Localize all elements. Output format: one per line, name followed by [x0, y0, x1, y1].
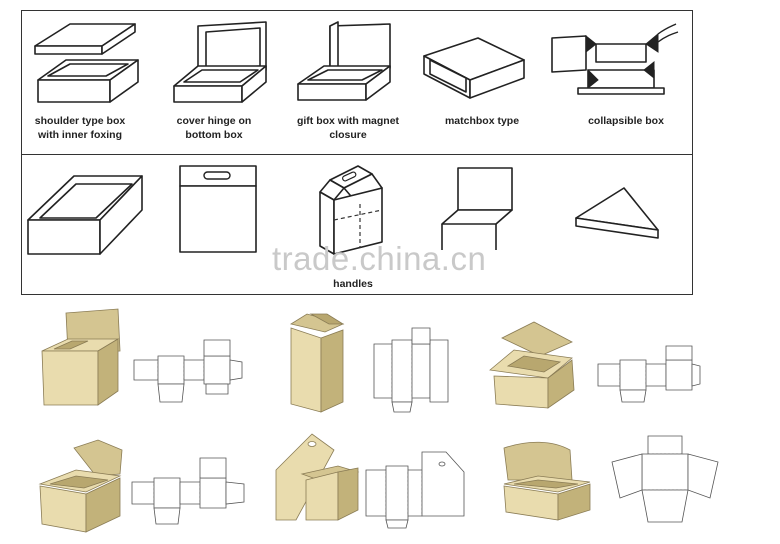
- collapsible-box-illustration: [548, 22, 680, 102]
- box-styles-panel: [21, 10, 693, 295]
- caption-collapsible-box: collapsible box: [588, 115, 664, 127]
- shoulder-box-illustration: [30, 18, 142, 106]
- cardboard-box-b: [285, 310, 349, 414]
- dieline-box-d: [128, 452, 248, 530]
- caption-handles: handles: [333, 278, 373, 290]
- cardboard-box-e: [272, 430, 362, 524]
- cover-hinge-box-illustration: [168, 18, 276, 106]
- cardboard-box-c: [486, 318, 582, 414]
- tray-box-illustration: [24, 168, 148, 258]
- gift-box-magnet-illustration: [290, 18, 400, 106]
- dieline-box-b: [370, 324, 452, 414]
- handle-box-illustration: [312, 160, 392, 256]
- caption-matchbox: matchbox type: [444, 115, 520, 127]
- hanging-box-illustration: [174, 162, 264, 254]
- watermark-text: trade.china.cn: [272, 240, 487, 277]
- matchbox-illustration: [420, 30, 528, 102]
- panel-divider: [21, 154, 693, 155]
- folding-tray-illustration: [436, 164, 526, 252]
- dieline-box-f: [608, 432, 724, 528]
- dieline-box-a: [130, 336, 246, 408]
- dieline-box-c: [594, 342, 702, 406]
- cardboard-box-d: [36, 436, 126, 534]
- cardboard-box-a: [36, 305, 124, 409]
- dieline-box-e: [362, 448, 466, 530]
- triangle-box-illustration: [570, 184, 666, 244]
- cardboard-box-f: [498, 436, 596, 522]
